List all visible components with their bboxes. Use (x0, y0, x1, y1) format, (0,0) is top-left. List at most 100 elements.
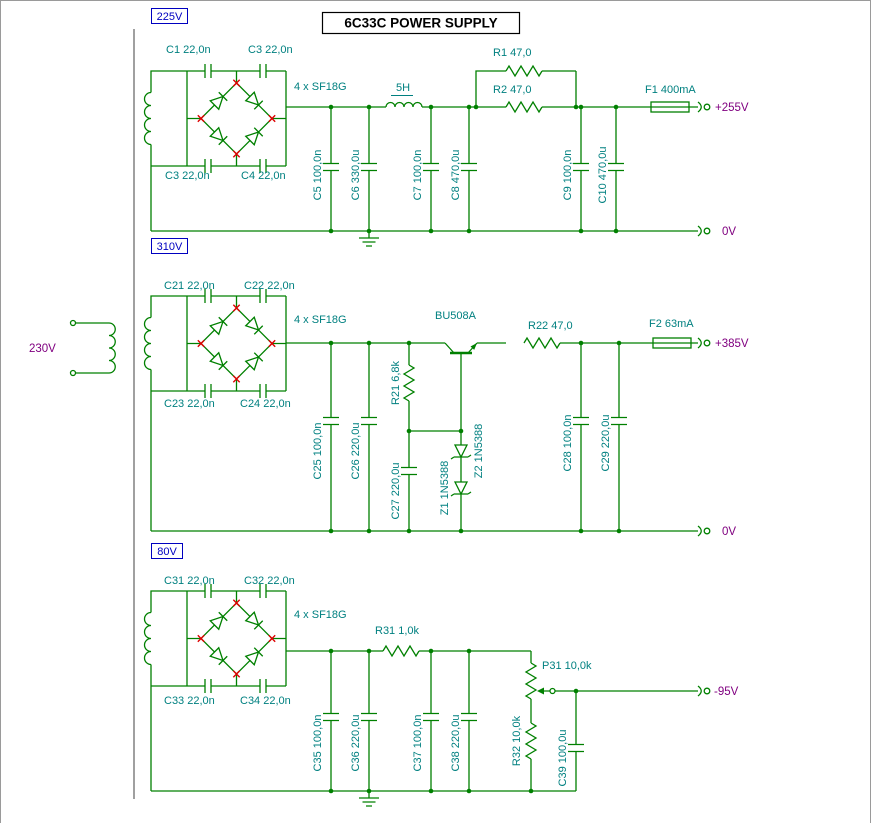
filter-cap-label-c26: C26 220,0u (350, 423, 362, 480)
wiper-arrow-icon (537, 687, 544, 695)
resistor-r2-icon (505, 101, 543, 113)
zener-z1-label: Z1 1N5388 (439, 461, 451, 515)
wires (150, 590, 698, 792)
transistor-label: BU508A (435, 310, 477, 322)
bridge-rectifier (187, 584, 286, 693)
zero-voltage-label: 0V (722, 526, 736, 538)
resistor-r2-label: R2 47,0 (493, 84, 532, 96)
snubber-cap-label-tl: C31 22,0n (164, 575, 215, 587)
output-terminal-icon (697, 337, 711, 349)
title-box (321, 11, 521, 35)
output-voltage-label: +385V (715, 338, 749, 350)
secondary-winding-icon (143, 91, 152, 146)
filter-cap-label-c27: C27 220,0u (390, 463, 402, 520)
capacitor-icon (360, 712, 378, 722)
snubber-cap-label-br: C34 22,0n (240, 695, 291, 707)
wires (150, 295, 698, 532)
winding-label-80v: 80V (157, 546, 177, 558)
snubber-cap-label-br: C4 22,0n (241, 170, 286, 182)
snubber-cap-label-tl: C1 22,0n (166, 44, 211, 56)
capacitor-icon (610, 416, 628, 426)
filter-cap-label-c7: C7 100,0n (412, 150, 424, 201)
bridge-type-label: 4 x SF18G (294, 314, 347, 326)
output-voltage-label: +255V (715, 102, 749, 114)
zener-z2-label: Z2 1N5388 (473, 424, 485, 478)
zener-z2-icon (450, 444, 472, 460)
capacitor-icon (460, 712, 478, 722)
bridge-rectifier (187, 289, 286, 398)
resistor-r1-icon (505, 65, 543, 77)
resistor-r32-icon (525, 722, 537, 760)
page-title: 6C33C POWER SUPPLY (344, 16, 497, 31)
zero-terminal-icon (697, 225, 711, 237)
transistor-bu508a-icon (444, 342, 478, 355)
potentiometer-label: P31 10,0k (542, 660, 592, 672)
section-310v: C21 22,0n C22 22,0n C23 22,0n C24 22,0n … (143, 280, 749, 538)
choke-label: 5H (396, 82, 410, 94)
filter-cap-label-c5: C5 100,0n (312, 150, 324, 201)
output-voltage-label: -95V (714, 686, 739, 698)
resistor-r21-label: R21 6,8k (390, 360, 402, 405)
fuse-f2-label: F2 63mA (649, 318, 694, 330)
filter-cap-label-c39: C39 100,0u (557, 730, 569, 787)
transformer-primary: 230V (29, 319, 116, 377)
primary-terminal-icon (69, 369, 77, 377)
section-80v: C31 22,0n C32 22,0n C33 22,0n C34 22,0n … (143, 575, 739, 807)
choke-icon (385, 101, 423, 108)
capacitor-icon (572, 162, 590, 172)
junction-dots (328, 104, 619, 234)
winding-voltage-boxes: 225V 310V 80V (151, 8, 188, 559)
capacitor-icon (400, 466, 418, 476)
capacitor-icon (360, 416, 378, 426)
output-terminal-icon (697, 685, 711, 697)
snubber-cap-label-bl: C3 22,0n (165, 170, 210, 182)
resistor-r21-icon (403, 364, 415, 402)
zero-voltage-label: 0V (722, 226, 736, 238)
snubber-cap-label-tr: C3 22,0n (248, 44, 293, 56)
filter-cap-label-c9: C9 100,0n (562, 150, 574, 201)
snubber-cap-label-bl: C33 22,0n (164, 695, 215, 707)
resistor-r31-icon (382, 645, 420, 657)
capacitor-icon (567, 743, 585, 753)
emitter-arrow-icon (470, 343, 477, 350)
primary-voltage-label: 230V (29, 343, 56, 355)
zener-z1-icon (450, 481, 472, 497)
capacitor-icon (460, 162, 478, 172)
snubber-cap-label-tr: C32 22,0n (244, 575, 295, 587)
capacitor-icon (422, 712, 440, 722)
filter-cap-label-c37: C37 100,0n (412, 715, 424, 772)
winding-label-225v: 225V (157, 11, 183, 23)
resistor-r22-label: R22 47,0 (528, 320, 573, 332)
title-block: 6C33C POWER SUPPLY (321, 11, 521, 35)
resistor-r32-label: R32 10,0k (511, 715, 523, 766)
filter-cap-label-c8: C8 470,0u (450, 150, 462, 201)
snubber-cap-label-bl: C23 22,0n (164, 398, 215, 410)
fuse-f2-icon (652, 337, 692, 349)
capacitor-icon (572, 416, 590, 426)
filter-cap-label-c36: C36 220,0u (350, 715, 362, 772)
resistor-r31-label: R31 1,0k (375, 625, 420, 637)
primary-winding-icon (108, 322, 116, 374)
output-terminal-icon (697, 101, 711, 113)
bridge-type-label: 4 x SF18G (294, 81, 347, 93)
resistor-r1-label: R1 47,0 (493, 47, 532, 59)
zero-terminal-icon (697, 525, 711, 537)
capacitor-icon (322, 416, 340, 426)
filter-cap-label-c38: C38 220,0u (450, 715, 462, 772)
resistor-r22-icon (523, 337, 561, 349)
capacitor-icon (322, 712, 340, 722)
fuse-f1-icon (650, 101, 690, 113)
primary-terminal-icon (69, 319, 77, 327)
capacitor-icon (360, 162, 378, 172)
wires (150, 70, 698, 232)
filter-cap-label-c6: C6 330,0u (350, 150, 362, 201)
snubber-cap-label-tr: C22 22,0n (244, 280, 295, 292)
filter-cap-label-c10: C10 470,0u (597, 147, 609, 204)
filter-cap-label-c28: C28 100,0n (562, 415, 574, 472)
filter-cap-label-c29: C29 220,0u (600, 415, 612, 472)
fuse-f1-label: F1 400mA (645, 84, 696, 96)
primary-wires (75, 322, 109, 374)
filter-cap-label-c25: C25 100,0n (312, 423, 324, 480)
